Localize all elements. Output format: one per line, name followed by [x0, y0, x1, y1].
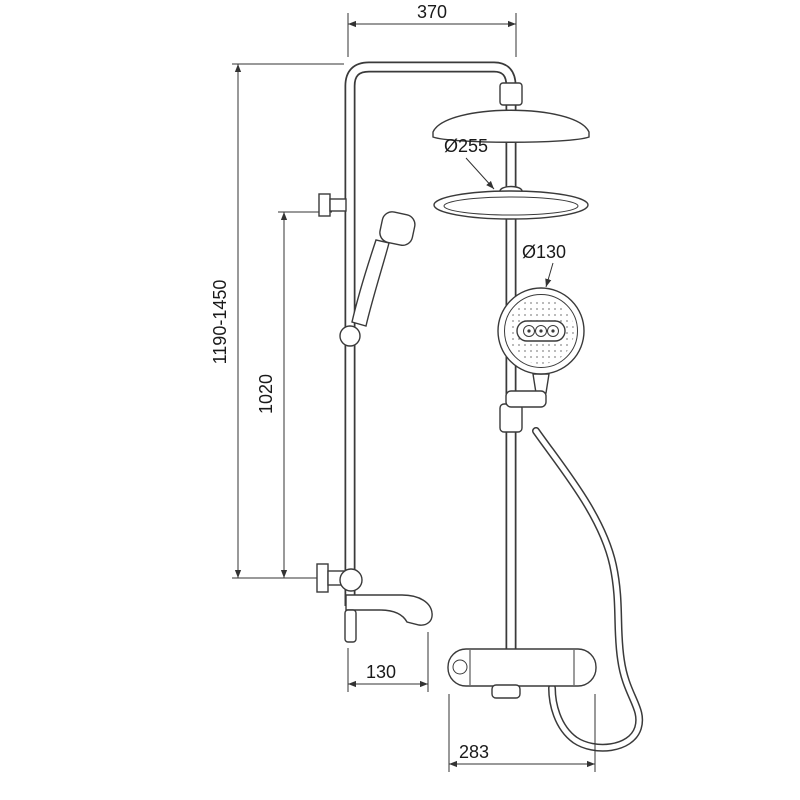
- button-dot: [527, 329, 531, 333]
- dim-label-top-arm-width: 370: [417, 2, 447, 22]
- holder-clamp: [499, 403, 523, 433]
- lower-bracket: [316, 563, 363, 593]
- hand-shower-neck: [532, 373, 550, 394]
- head-connector: [499, 82, 523, 106]
- hand-shower-face-inner-ring: [504, 294, 578, 368]
- plate-face: [443, 196, 579, 216]
- main-pipe: [344, 61, 517, 660]
- dimension-base-width: 283: [448, 694, 596, 772]
- spout-stub: [344, 609, 357, 643]
- dimension-spout-projection: 130: [347, 632, 429, 692]
- bracket-flange: [316, 563, 329, 593]
- upper-bracket: [318, 193, 347, 217]
- tub-spout: [344, 594, 433, 643]
- bracket-arm: [329, 198, 347, 212]
- bracket-knob: [339, 568, 363, 592]
- dim-label-base-width: 283: [459, 742, 489, 762]
- shower-plate: [433, 185, 589, 220]
- button-dot: [539, 329, 543, 333]
- dimension-top-arm-width: 370: [347, 2, 517, 57]
- cradle-knob: [339, 325, 361, 347]
- hand-shower-handle: [351, 239, 390, 327]
- dimension-hand-shower-diameter: Ø130: [522, 242, 566, 288]
- rain-shower-head: [432, 82, 590, 143]
- hose-bore: [533, 428, 642, 751]
- mixer-left-handle-detail: [452, 659, 468, 675]
- bracket-flange: [318, 193, 331, 217]
- mixer-body: [447, 648, 597, 699]
- pipe-bore: [346, 63, 515, 660]
- spout-body: [345, 594, 433, 626]
- dim-label-head-diameter: Ø255: [444, 136, 488, 156]
- shower-hose: [532, 427, 644, 752]
- mixer-capsule: [447, 648, 597, 687]
- dimension-total-height-range: 1190-1450: [210, 63, 344, 579]
- leader-line: [545, 262, 554, 288]
- dim-label-spout-projection: 130: [366, 662, 396, 682]
- mode-button: [547, 325, 559, 337]
- dim-label-rail-height: 1020: [256, 374, 276, 414]
- dimension-rail-height: 1020: [256, 211, 332, 578]
- hand-shower-face: [497, 287, 585, 433]
- dimension-head-diameter: Ø255: [444, 136, 495, 190]
- hand-shower-side-view: [339, 211, 416, 347]
- button-dot: [551, 329, 555, 333]
- mode-button: [523, 325, 535, 337]
- dim-label-total-height-range: 1190-1450: [210, 280, 230, 365]
- plate-rim: [433, 190, 589, 220]
- dim-label-hand-shower-diameter: Ø130: [522, 242, 566, 262]
- holder-arm: [505, 390, 547, 408]
- mode-button: [535, 325, 547, 337]
- leader-line: [465, 157, 495, 190]
- head-dome: [432, 109, 590, 143]
- hand-shower-head-side: [379, 211, 416, 247]
- mixer-bottom-outlet: [491, 684, 521, 699]
